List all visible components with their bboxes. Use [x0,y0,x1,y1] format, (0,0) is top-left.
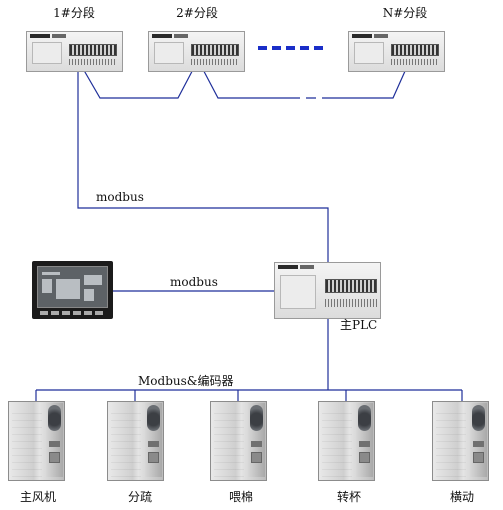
drive-bus-label: Modbus&编码器 [138,374,234,388]
upper-modbus-label: modbus [96,190,144,204]
drive-label-separation: 分疏 [127,490,153,504]
segment-1-label: 1#分段 [53,6,95,20]
hmi-modbus-label: modbus [170,275,218,289]
drive-main-fan [8,401,65,481]
hmi-touch-panel [32,261,113,319]
segment-bus [77,58,290,99]
segment-2-plc [148,31,245,72]
upper-modbus-line [77,60,329,264]
drive-traverse [432,401,489,481]
main-plc [274,262,381,319]
segment-n-label: N#分段 [382,6,428,20]
drive-label-traverse: 横动 [449,490,475,504]
segment-2-label: 2#分段 [176,6,218,20]
drive-separation [107,401,164,481]
segment-1-plc [26,31,123,72]
drive-label-main-fan: 主风机 [19,490,57,504]
drive-label-rotor-cup: 转杯 [336,490,362,504]
drive-feeding [210,401,267,481]
drive-label-feeding: 喂棉 [228,490,254,504]
ellipsis-dots [258,46,323,50]
segment-n-plc [348,31,445,72]
main-plc-label: 主PLC [340,318,378,332]
drive-rotor-cup [318,401,375,481]
